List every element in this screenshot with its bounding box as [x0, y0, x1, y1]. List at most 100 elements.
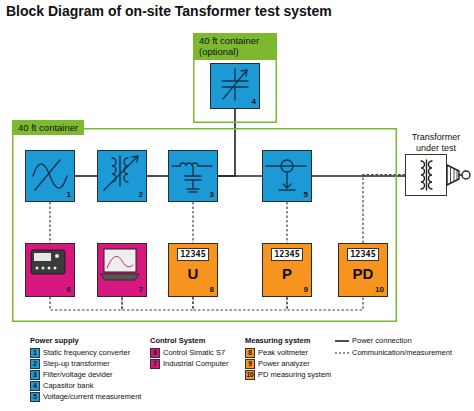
control-box: 6 — [25, 243, 75, 297]
communication-line — [286, 202, 287, 243]
callout-number: 1 — [67, 191, 71, 199]
communication-line — [193, 297, 287, 310]
legend-text: Capasitor bank — [43, 381, 93, 391]
callout-number: 4 — [30, 381, 40, 391]
laptop-screen — [104, 249, 136, 272]
coil-symbol — [112, 158, 116, 182]
device-display — [34, 253, 51, 261]
transformer-coil — [429, 161, 433, 189]
device-button — [36, 267, 39, 270]
callout-number: 9 — [245, 359, 255, 369]
communication-line — [49, 202, 50, 243]
sine-symbol — [33, 164, 67, 188]
container-region: 4 40 ft container (optional) — [193, 33, 277, 123]
callout-number: 8 — [245, 348, 255, 358]
callout-number: 7 — [150, 359, 160, 369]
variable-arrow — [223, 70, 247, 99]
callout-number: 5 — [304, 191, 308, 199]
bushing-fins — [451, 167, 458, 183]
callout-number: 2 — [30, 359, 40, 369]
callout-number: 9 — [304, 286, 308, 294]
callout-number: 6 — [67, 286, 71, 294]
capacitor-symbol — [222, 69, 248, 100]
converter-slash — [35, 160, 60, 190]
bushing-terminal — [462, 171, 470, 179]
callout-number: 2 — [139, 191, 143, 199]
measure-symbol — [266, 165, 306, 166]
communication-line — [192, 202, 193, 243]
callout-number: 3 — [210, 191, 214, 199]
callout-number: 5 — [30, 392, 40, 402]
bushing-lead — [459, 174, 462, 175]
callout-number: 6 — [150, 348, 160, 358]
container-region: 1 2 3 5 6 7 12345U 8 12345P 9 12345PD10 40 ft conta… — [12, 120, 397, 322]
power-line — [75, 175, 97, 177]
legend-heading: Power supply — [30, 336, 79, 346]
communication-line — [287, 297, 363, 310]
bushing — [447, 165, 459, 185]
laptop-base — [101, 274, 139, 280]
communication-line — [122, 297, 193, 310]
power-box: 1 — [25, 150, 75, 202]
power-box: 3 — [168, 150, 218, 202]
legend-text: Control Simatic S7 — [163, 348, 225, 358]
legend-text: Communication/measurement — [352, 348, 452, 358]
transformer-box: Transformer under test — [405, 132, 467, 196]
callout-number: 10 — [245, 370, 255, 380]
meter-box: 12345U 8 — [168, 243, 218, 297]
meter-box: 12345P 9 — [262, 243, 312, 297]
legend-line-sample — [335, 336, 349, 346]
power-box: 4 — [210, 63, 260, 109]
quantity-letter: U — [188, 266, 199, 281]
node-heading: Transformer under test — [405, 132, 467, 154]
meter-box: 12345PD10 — [338, 243, 388, 297]
legend-text: Power analyzer — [258, 359, 310, 369]
legend-heading: Measuring system — [245, 336, 310, 346]
transformer-coil — [421, 161, 425, 189]
power-box: 5 — [262, 150, 312, 202]
meter-display: 12345 — [347, 248, 379, 261]
callout-number: 10 — [375, 286, 384, 294]
measure-symbol — [281, 160, 293, 172]
callout-number: 3 — [30, 370, 40, 380]
callout-number: 7 — [139, 286, 143, 294]
legend-line — [335, 340, 349, 342]
legend-text: Filter/voltage devider — [43, 370, 113, 380]
callout-number: 4 — [252, 98, 256, 106]
meter-display: 12345 — [271, 248, 303, 261]
diagram-title: Block Diagram of on-site Tansformer test… — [6, 3, 332, 19]
meter-display: 12345 — [177, 248, 209, 261]
container-tab: 40 ft container — [12, 120, 84, 135]
quantity-letter: P — [282, 266, 292, 281]
legend-text: Voltage/current measurement — [43, 392, 141, 402]
legend-text: PD measuring system — [258, 370, 331, 380]
communication-line — [50, 297, 122, 310]
legend-text: Industrial Computer — [163, 359, 228, 369]
communication-line — [363, 175, 405, 243]
legend-text: Power connection — [352, 336, 412, 346]
power-line — [312, 175, 405, 177]
device-button — [48, 267, 51, 270]
core-line — [119, 156, 120, 186]
legend-line-sample — [335, 348, 349, 358]
measure-symbol — [279, 172, 295, 190]
power-box: 2 — [97, 150, 147, 202]
legend-line — [335, 352, 349, 353]
quantity-letter: PD — [353, 266, 374, 281]
legend-text: Static frequency converter — [43, 348, 130, 358]
control-box: 7 — [97, 243, 147, 297]
callout-number: 8 — [210, 286, 214, 294]
legend-heading: Control System — [150, 336, 205, 346]
transformer-core — [426, 160, 427, 190]
variable-arrow — [104, 156, 138, 190]
container-tab: 40 ft container (optional) — [193, 33, 277, 60]
transformer-outline — [405, 154, 447, 196]
callout-number: 1 — [30, 348, 40, 358]
control-device — [31, 250, 65, 274]
device-button — [42, 267, 45, 270]
filter-symbol — [172, 163, 212, 192]
device-button — [55, 254, 59, 258]
laptop-chart — [107, 256, 133, 268]
